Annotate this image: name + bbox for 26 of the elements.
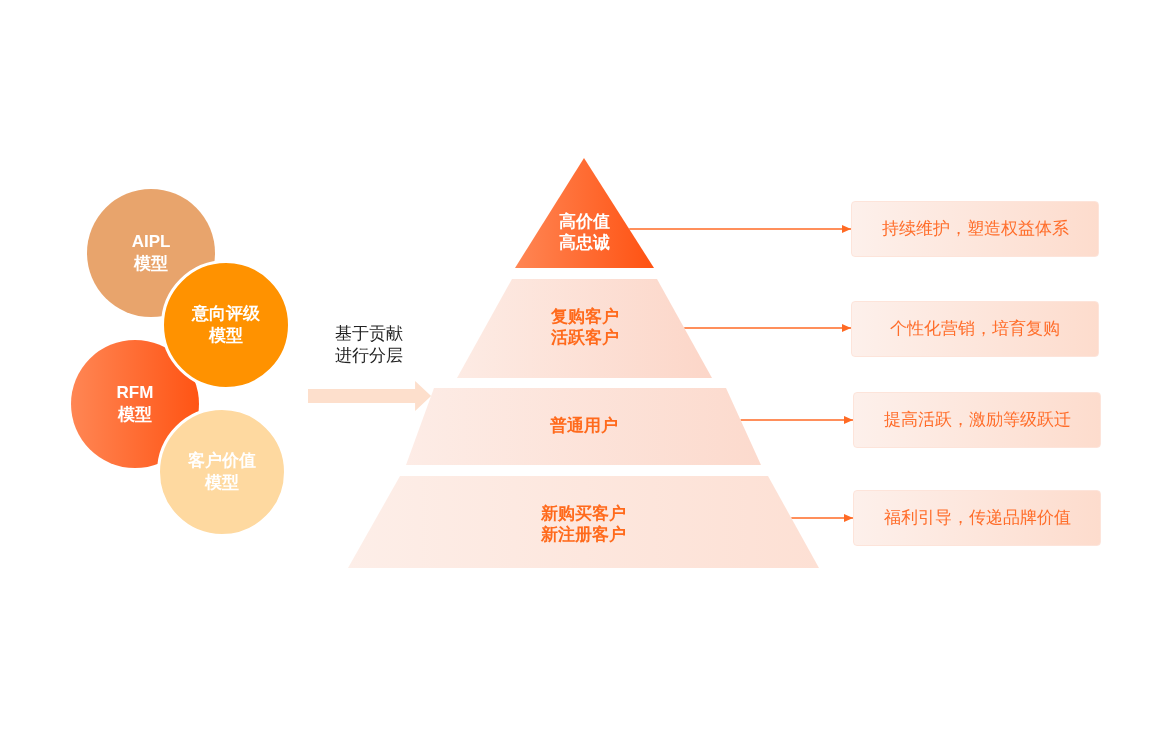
pyramid-tier xyxy=(348,476,819,568)
model-name: RFM模型 xyxy=(115,382,155,426)
arrow xyxy=(683,324,852,332)
tier-label: 复购客户活跃客户 xyxy=(549,306,620,348)
arrow xyxy=(628,225,852,233)
strategy-text: 个性化营销，培育复购 xyxy=(890,318,1060,340)
tier-label: 新购买客户新注册客户 xyxy=(540,503,627,545)
arrow xyxy=(739,416,854,424)
tier-label: 高价值高忠诚 xyxy=(558,211,611,253)
strategy-text: 持续维护，塑造权益体系 xyxy=(881,218,1069,240)
arrow xyxy=(790,514,854,522)
pyramid-tier xyxy=(515,158,654,268)
strategy-card xyxy=(851,301,1099,357)
model-name: AIPL模型 xyxy=(130,231,172,275)
strategy-text: 福利引导，传递品牌价值 xyxy=(883,507,1071,529)
pyramid-tier xyxy=(406,388,761,465)
edge-label: 基于贡献进行分层 xyxy=(334,323,404,367)
strategy-text: 提高活跃，激励等级跃迁 xyxy=(883,409,1071,431)
model-name: 客户价值模型 xyxy=(187,450,257,494)
arrow xyxy=(308,381,432,411)
strategy-card xyxy=(853,490,1101,546)
strategy-card xyxy=(853,392,1101,448)
pyramid-tier xyxy=(457,279,712,378)
strategy-card xyxy=(851,201,1099,257)
tier-label: 普通用户 xyxy=(548,414,619,436)
model-name: 意向评级模型 xyxy=(190,303,261,347)
